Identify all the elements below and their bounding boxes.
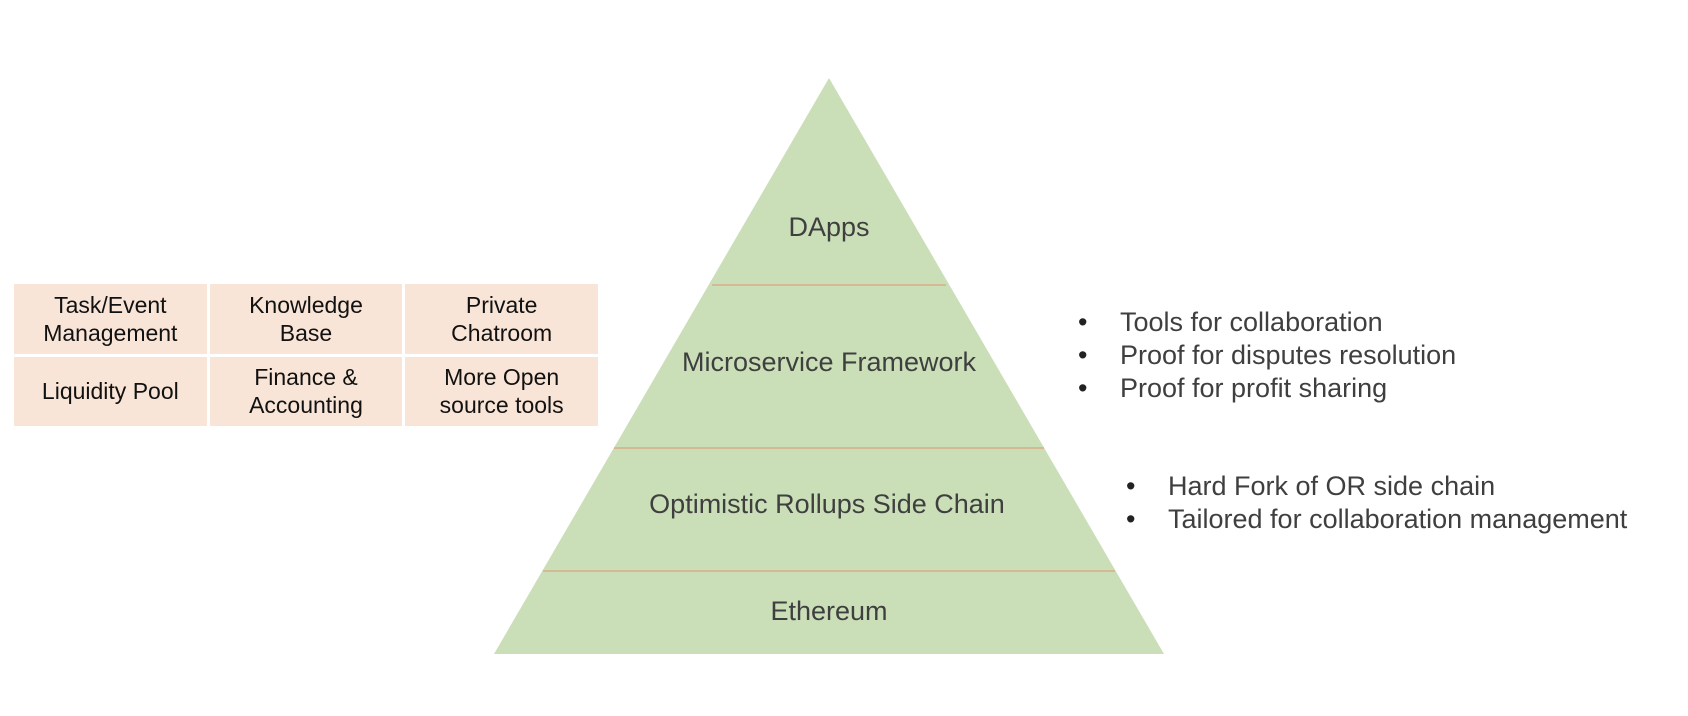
bullet-dot-icon: • xyxy=(1126,471,1136,501)
bullet-text: Tailored for collaboration management xyxy=(1168,504,1628,534)
bullet-text: Tools for collaboration xyxy=(1120,307,1383,337)
layer-label-optimistic-rollups: Optimistic Rollups Side Chain xyxy=(649,489,1005,519)
bullet-text: Hard Fork of OR side chain xyxy=(1168,471,1496,501)
tool-finance-accounting: Finance & Accounting xyxy=(209,356,403,426)
layer-label-dapps: DApps xyxy=(788,212,869,242)
tool-private-chatroom: Private Chatroom xyxy=(405,284,598,354)
list-item: • Proof for disputes resolution xyxy=(1078,339,1456,372)
tool-more-open-source-tools: More Open source tools xyxy=(405,356,598,426)
tool-task-event-management: Task/Event Management xyxy=(14,284,207,354)
list-item: • Tools for collaboration xyxy=(1078,306,1456,339)
tool-knowledge-base: Knowledge Base xyxy=(209,284,403,354)
bullet-dot-icon: • xyxy=(1078,340,1088,370)
side-chain-bullet-list: • Hard Fork of OR side chain • Tailored … xyxy=(1126,470,1627,536)
bullet-dot-icon: • xyxy=(1078,373,1088,403)
bullet-text: Proof for profit sharing xyxy=(1120,373,1388,403)
pyramid-shape xyxy=(494,78,1164,654)
bullet-dot-icon: • xyxy=(1078,307,1088,337)
layer-label-microservice-framework: Microservice Framework xyxy=(682,347,977,377)
tool-liquidity-pool: Liquidity Pool xyxy=(14,356,207,426)
microservice-bullet-list: • Tools for collaboration • Proof for di… xyxy=(1078,306,1456,405)
tools-grid: Task/Event Management Knowledge Base Pri… xyxy=(14,284,598,426)
bullet-dot-icon: • xyxy=(1126,504,1136,534)
layer-label-ethereum: Ethereum xyxy=(770,596,887,626)
bullet-text: Proof for disputes resolution xyxy=(1120,340,1457,370)
list-item: • Proof for profit sharing xyxy=(1078,372,1456,405)
list-item: • Tailored for collaboration management xyxy=(1126,503,1627,536)
list-item: • Hard Fork of OR side chain xyxy=(1126,470,1627,503)
